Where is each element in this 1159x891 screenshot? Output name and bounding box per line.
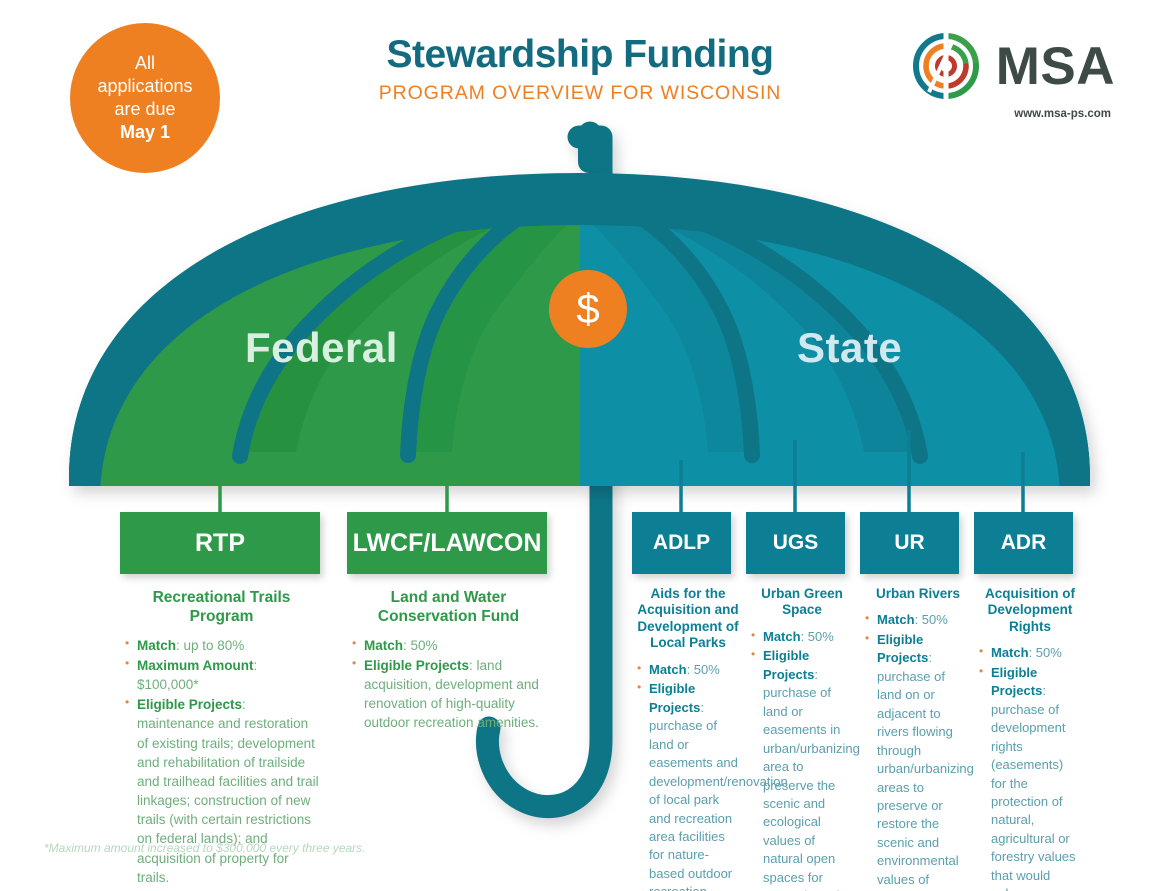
due-line-3: are due [114, 99, 176, 119]
list-item: Match: up to 80% [124, 635, 319, 655]
application-due-badge: All applications are due May 1 [70, 23, 220, 173]
list-item: Match: 50% [750, 627, 854, 646]
list-item: Eligible Projects: land acquisition, dev… [351, 655, 546, 733]
list-item: Maximum Amount: $100,000* [124, 655, 319, 694]
program-details-rtp: Recreational Trails Program Match: up to… [124, 589, 319, 888]
program-title-ur: Urban Rivers [875, 586, 961, 601]
program-items-adr: Match: 50% Eligible Projects: purchase o… [978, 643, 1082, 891]
list-item: Match: 50% [978, 643, 1082, 662]
program-details-adlp: Aids for the Acquisition and Development… [636, 586, 788, 891]
program-items-lwcf: Match: 50% Eligible Projects: land acqui… [351, 635, 546, 733]
program-details-ur: Urban Rivers Match: 50% Eligible Project… [864, 586, 974, 891]
dollar-badge: $ [549, 270, 627, 348]
program-box-ugs[interactable]: UGS [746, 512, 845, 574]
page-title: Stewardship Funding [386, 33, 775, 76]
program-box-ur[interactable]: UR [860, 512, 959, 574]
program-box-lwcf[interactable]: LWCF/LAWCON [347, 512, 547, 574]
canopy-label-federal: Federal [245, 324, 398, 371]
canopy-label-state: State [797, 324, 903, 371]
msa-wordmark: MSA [995, 36, 1115, 96]
program-title-rtp: Recreational Trails Program [152, 589, 291, 625]
program-title-lwcf: Land and Water Conservation Fund [377, 589, 520, 625]
program-items-adlp: Match: 50% Eligible Projects: purchase o… [636, 660, 788, 891]
due-date: May 1 [119, 122, 171, 143]
list-item: Eligible Projects: purchase of land or e… [750, 646, 860, 891]
list-item: Eligible Projects: purchase of land on o… [864, 630, 974, 891]
msa-website-url: www.msa-ps.com [1014, 108, 1111, 120]
program-items-rtp: Match: up to 80% Maximum Amount: $100,00… [124, 635, 319, 887]
msa-logo: MSA www.msa-ps.com [907, 30, 1115, 120]
program-title-adr: Acquisition of Development Rights [985, 586, 1075, 634]
program-box-adlp[interactable]: ADLP [632, 512, 731, 574]
program-items-ugs: Match: 50% Eligible Projects: purchase o… [750, 627, 860, 891]
msa-target-icon [912, 32, 979, 100]
program-box-adr[interactable]: ADR [974, 512, 1073, 574]
program-details-ugs: Urban Green Space Match: 50% Eligible Pr… [750, 586, 860, 891]
list-item: Match: 50% [864, 610, 972, 629]
program-items-ur: Match: 50% Eligible Projects: purchase o… [864, 610, 974, 891]
list-item: Eligible Projects: purchase of developme… [978, 663, 1082, 891]
header-titles: Stewardship Funding PROGRAM OVERVIEW FOR… [240, 33, 920, 105]
list-item: Eligible Projects: purchase of land or e… [636, 679, 788, 891]
program-details-lwcf: Land and Water Conservation Fund Match: … [351, 589, 546, 734]
program-title-adlp: Aids for the Acquisition and Development… [637, 586, 739, 651]
program-details-adr: Acquisition of Development Rights Match:… [978, 586, 1082, 891]
footnote: *Maximum amount increased to $300,000 ev… [44, 841, 366, 855]
page-subtitle: PROGRAM OVERVIEW FOR WISCONSIN [378, 81, 782, 104]
list-item: Match: 50% [351, 635, 546, 655]
program-title-ugs: Urban Green Space [761, 586, 843, 618]
list-item: Eligible Projects: maintenance and resto… [124, 694, 319, 887]
program-box-rtp[interactable]: RTP [120, 512, 320, 574]
due-line-1: All [134, 52, 155, 73]
due-line-2: applications [97, 75, 193, 96]
list-item: Match: 50% [636, 660, 740, 679]
